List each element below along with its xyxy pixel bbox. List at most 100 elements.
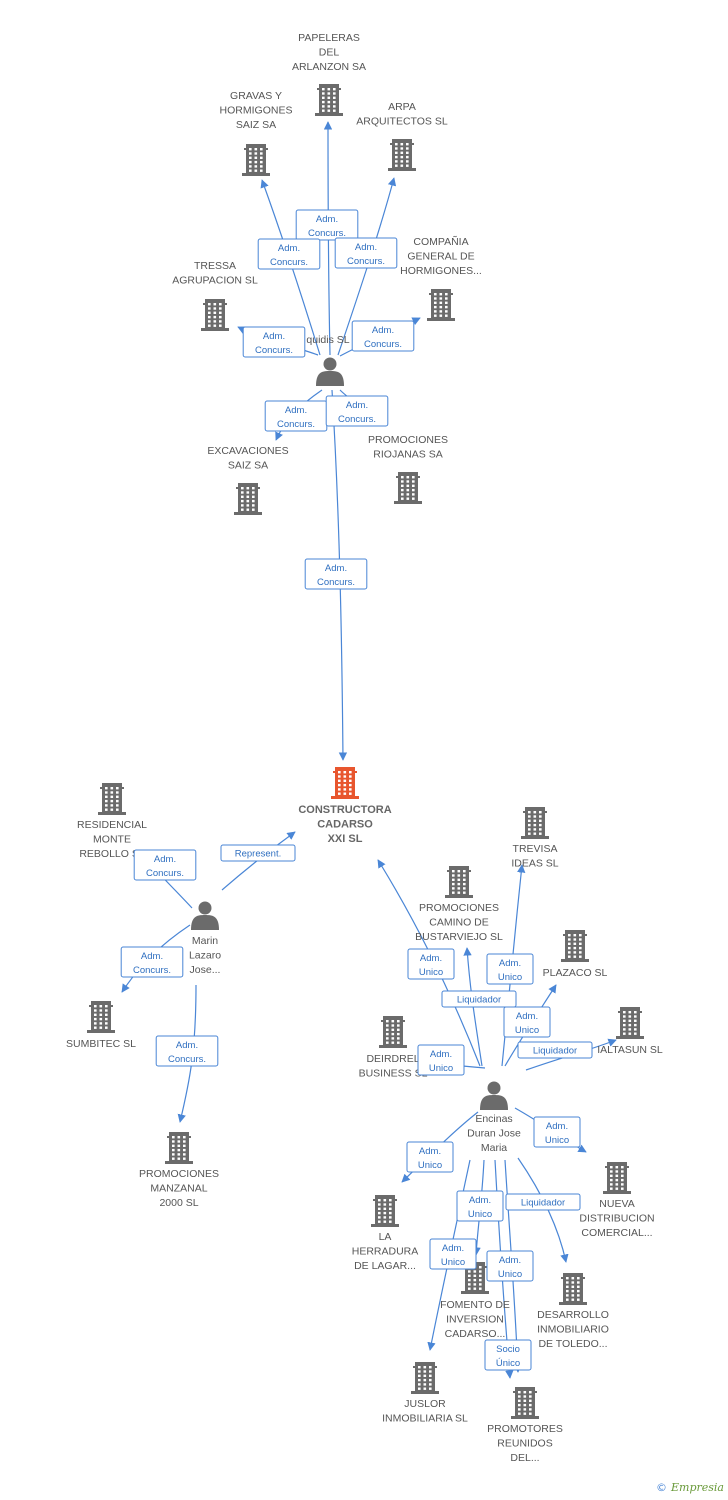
edge-label-encinas-to-promotores[interactable]: Adm.Unico bbox=[486, 1250, 534, 1282]
edge-label-text: Adm. bbox=[372, 325, 394, 336]
node-quidis[interactable]: quidis SL bbox=[306, 334, 350, 386]
node-label-line: GENERAL DE bbox=[407, 251, 474, 263]
node-label-line: PROMOTORES bbox=[487, 1423, 563, 1435]
edge-label-marin-to-sumbitec[interactable]: Adm.Concurs. bbox=[120, 946, 184, 978]
node-label-line: PROMOCIONES bbox=[419, 902, 499, 914]
edge-label-text: Liquidador bbox=[533, 1046, 577, 1057]
building-icon bbox=[427, 289, 455, 321]
edge-label-text: Liquidador bbox=[457, 995, 501, 1006]
edge-label-encinas-to-plazaco[interactable]: Adm.Unico bbox=[503, 1006, 551, 1038]
edge-label-encinas-to-desarrollo[interactable]: Liquidador bbox=[505, 1193, 581, 1211]
node-label-line: Maria bbox=[481, 1142, 507, 1154]
edge-label-quidis-to-compania[interactable]: Adm.Concurs. bbox=[351, 320, 415, 352]
node-label-line: Duran Jose bbox=[467, 1128, 521, 1140]
edge-label-quidis-to-papeleras[interactable]: Adm.Concurs. bbox=[295, 209, 359, 241]
node-label-line: PROMOCIONES bbox=[139, 1168, 219, 1180]
node-label-line: PAPELERAS bbox=[298, 32, 360, 44]
node-label-line: Encinas bbox=[475, 1113, 512, 1125]
edge-label-text: Represent. bbox=[235, 849, 281, 860]
node-sumbitec[interactable]: SUMBITEC SL bbox=[66, 1001, 136, 1050]
edge-label-marin-to-constructora[interactable]: Represent. bbox=[220, 844, 296, 862]
building-icon bbox=[394, 472, 422, 504]
node-label-line: CADARSO bbox=[317, 819, 373, 831]
node-ialtasun[interactable]: IALTASUN SL bbox=[597, 1007, 663, 1056]
edge-label-text: Unico bbox=[429, 1063, 453, 1074]
edge-label-quidis-to-promociones_riojanas[interactable]: Adm. Concurs. bbox=[325, 395, 389, 427]
edge-label-text: Adm. bbox=[469, 1195, 491, 1206]
node-arpa[interactable]: ARPA ARQUITECTOS SL bbox=[356, 101, 448, 171]
node-label-line: Jose... bbox=[190, 964, 221, 976]
edge-label-quidis-to-arpa[interactable]: Adm.Concurs. bbox=[334, 237, 398, 269]
edge-label-marin-to-residencial[interactable]: Adm. Concurs. bbox=[133, 849, 197, 881]
edge-label-text: Adm. bbox=[176, 1040, 198, 1051]
node-label-line: SAIZ SA bbox=[236, 119, 276, 131]
node-label-line: TRESSA bbox=[194, 260, 236, 272]
edge-label-encinas-to-trevisa[interactable]: Adm.Unico bbox=[486, 953, 534, 985]
edge-label-text: Adm. bbox=[154, 854, 176, 865]
edge-label-text: Adm. bbox=[346, 400, 368, 411]
edge-label-text: Concurs. bbox=[146, 868, 184, 879]
footer-brand[interactable]: ©Empresia bbox=[656, 1481, 724, 1494]
edge-label-encinas-to-camino[interactable]: Liquidador bbox=[441, 990, 517, 1008]
node-label-line: ARPA bbox=[388, 101, 416, 113]
edge-label-marin-to-manzanal[interactable]: Adm.Concurs. bbox=[155, 1035, 219, 1067]
building-icon bbox=[461, 1262, 489, 1294]
node-label-line: IDEAS SL bbox=[511, 858, 558, 870]
node-marin[interactable]: MarinLazaroJose... bbox=[189, 901, 221, 977]
node-nueva[interactable]: NUEVADISTRIBUCIONCOMERCIAL... bbox=[579, 1162, 655, 1239]
edge-label-encinas-to-nueva[interactable]: Adm.Unico bbox=[533, 1116, 581, 1148]
edge-label-encinas-to-deirdrel[interactable]: Adm. Unico bbox=[417, 1044, 465, 1076]
node-label-line: DEL bbox=[319, 47, 340, 59]
node-fomento[interactable]: FOMENTO DEINVERSIONCADARSO... bbox=[440, 1262, 510, 1340]
edge-label-text: Adm. bbox=[285, 405, 307, 416]
node-label-line: PROMOCIONES bbox=[368, 434, 448, 446]
node-tressa[interactable]: TRESSA AGRUPACION SL bbox=[172, 260, 258, 331]
node-label-line: CAMINO DE bbox=[429, 917, 489, 929]
edge-label-encinas-to-juslor[interactable]: Adm.Unico bbox=[429, 1238, 477, 1270]
node-plazaco[interactable]: PLAZACO SL bbox=[543, 930, 608, 979]
node-label-line: AGRUPACION SL bbox=[172, 275, 258, 287]
edge-label-text: Adm. bbox=[263, 331, 285, 342]
edge-label-text: Concurs. bbox=[338, 414, 376, 425]
node-label-line: NUEVA bbox=[599, 1198, 634, 1210]
edge-label-encinas-to-herradura[interactable]: Adm.Unico bbox=[406, 1141, 454, 1173]
brand-name: Empresia bbox=[671, 1481, 724, 1494]
node-label-line: DESARROLLO bbox=[537, 1309, 609, 1321]
edge-label-quidis-to-tressa[interactable]: Adm.Concurs. bbox=[242, 326, 306, 358]
edge-label-encinas-to-constructora[interactable]: Adm.Unico bbox=[407, 948, 455, 980]
node-label-line: Lazaro bbox=[189, 950, 221, 962]
building-icon bbox=[234, 483, 262, 515]
node-label-line: HORMIGONES bbox=[220, 105, 293, 117]
edge-label-quidis-to-constructora[interactable]: Adm.Concurs. bbox=[304, 558, 368, 590]
edge-label-quidis-to-gravas[interactable]: Adm.Concurs. bbox=[257, 238, 321, 270]
building-icon bbox=[315, 84, 343, 116]
edge-label-text: Adm. bbox=[430, 1049, 452, 1060]
edge-label-text: Unico bbox=[468, 1209, 492, 1220]
node-label-line: GRAVAS Y bbox=[230, 90, 282, 102]
edge-label-encinas-to-fomento[interactable]: Adm. Unico bbox=[456, 1190, 504, 1222]
edge-label-quidis-to-excavaciones[interactable]: Adm.Concurs. bbox=[264, 400, 328, 432]
building-icon bbox=[445, 866, 473, 898]
node-label-line: ARQUITECTOS SL bbox=[356, 116, 448, 128]
edge-label-text: Unico bbox=[419, 967, 443, 978]
node-gravas[interactable]: GRAVAS Y HORMIGONES SAIZ SA bbox=[220, 90, 293, 176]
edge-label-encinas-to-ialtasun[interactable]: Liquidador bbox=[517, 1041, 593, 1059]
node-label-line: quidis SL bbox=[306, 334, 349, 346]
node-promotores[interactable]: PROMOTORESREUNIDOSDEL... bbox=[487, 1387, 563, 1464]
edge-label-text: Adm. bbox=[141, 951, 163, 962]
